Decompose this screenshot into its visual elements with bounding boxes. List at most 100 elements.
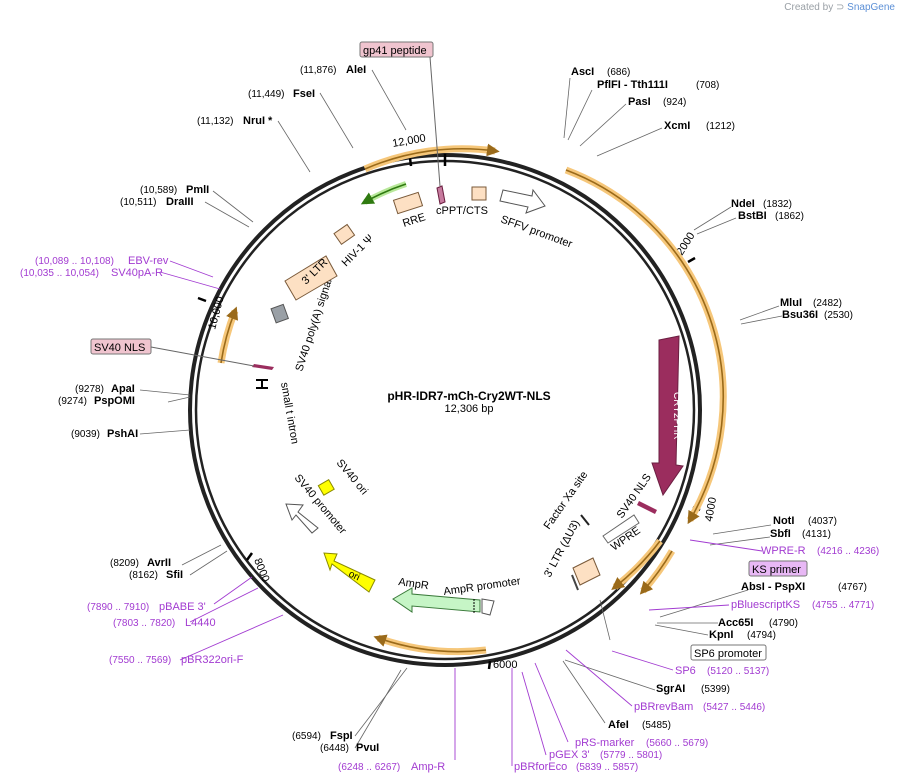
site-afeI-name[interactable]: AfeI	[608, 719, 629, 731]
site-sbfI-name[interactable]: SbfI	[770, 528, 791, 540]
cppt-label: cPPT/CTS	[436, 205, 488, 217]
ruler-label-4000: 4000	[703, 496, 719, 522]
green-arc-line	[360, 183, 407, 205]
site-pvuI-name[interactable]: PvuI	[356, 742, 379, 754]
gp41-label: gp41 peptide	[363, 45, 427, 57]
sv40-nls-left-feature[interactable]	[252, 364, 274, 370]
tick-6000	[487, 660, 492, 670]
cppt-box-feature[interactable]	[471, 186, 487, 201]
site-notI-name[interactable]: NotI	[773, 515, 794, 527]
site-sgraI-name[interactable]: SgrAI	[656, 683, 685, 695]
primer-amp-r-name[interactable]: Amp-R	[411, 761, 445, 773]
primer-pbrforeco-name[interactable]: pBRforEco	[514, 761, 567, 773]
site-pspomI-name[interactable]: PspOMI	[94, 395, 135, 407]
site-kpnI-name[interactable]: KpnI	[709, 629, 733, 641]
snapgene-logo-icon: ⊃	[836, 2, 845, 13]
primer-pbabe3-name[interactable]: pBABE 3'	[159, 601, 206, 613]
site-draIII-name[interactable]: DraIII	[166, 196, 194, 208]
cry2phr-label: CRY2PHR	[671, 392, 682, 440]
site-leaders	[139, 69, 783, 749]
sp6-promoter-label: SP6 promoter	[694, 648, 762, 660]
primer-leaders	[159, 260, 763, 766]
site-pspomI-pos: (9274)	[58, 396, 87, 407]
watermark-brand: SnapGene	[847, 2, 895, 13]
cppt-feature[interactable]	[436, 185, 446, 205]
site-ascI-name[interactable]: AscI	[571, 66, 594, 78]
primer-pbr322ori-f-name[interactable]: pBR322ori-F	[181, 654, 244, 666]
primer-pbabe3-range: (7890 .. 7910)	[87, 602, 149, 613]
site-pflfi-pos: (708)	[696, 80, 719, 91]
site-bsu36I-pos: (2530)	[824, 310, 853, 321]
ampr-label: AmpR	[398, 576, 430, 592]
ks-primer-label: KS primer	[752, 564, 801, 576]
sv40-promoter-arrow[interactable]	[285, 503, 319, 534]
site-mluI-name[interactable]: MluI	[780, 297, 802, 309]
site-pmlI-name[interactable]: PmlI	[186, 184, 209, 196]
sp6-promoter-box[interactable]	[690, 644, 767, 661]
site-acc65I-name[interactable]: Acc65I	[718, 617, 753, 629]
site-bstbI-name[interactable]: BstBI	[738, 210, 767, 222]
site-apaI-name[interactable]: ApaI	[111, 383, 135, 395]
site-avrII-pos: (8209)	[110, 558, 139, 569]
ori-arrow[interactable]	[323, 552, 376, 593]
site-fspI-name[interactable]: FspI	[330, 730, 353, 742]
primer-pbluescriptks-name[interactable]: pBluescriptKS	[731, 599, 800, 611]
site-absI-name[interactable]: AbsI - PspXI	[741, 581, 805, 593]
gp41-box[interactable]	[359, 41, 434, 58]
site-sfiI-pos: (8162)	[129, 570, 158, 581]
primer-wpre-r-range: (4216 .. 4236)	[817, 546, 879, 557]
primer-sv40pa-r-name[interactable]: SV40pA-R	[111, 267, 163, 279]
site-sgraI-pos: (5399)	[701, 684, 730, 695]
sffv-promoter-arrow[interactable]	[499, 188, 546, 214]
site-fspI-pos: (6594)	[292, 731, 321, 742]
sv40-nls-box[interactable]	[90, 338, 152, 355]
primer-pbrforeco-range: (5839 .. 5857)	[576, 762, 638, 773]
primer-prs-marker-name[interactable]: pRS-marker	[575, 737, 635, 749]
site-aleI-pos: (11,876)	[300, 65, 337, 76]
site-bstbI-pos: (1862)	[775, 211, 804, 222]
hiv-psi-feature[interactable]	[333, 223, 356, 246]
ltr3-du3-feature[interactable]	[572, 557, 601, 586]
ampr-promoter-label: AmpR promoter	[443, 575, 522, 598]
site-bsu36I-name[interactable]: Bsu36I	[782, 309, 818, 321]
site-fseI-name[interactable]: FseI	[293, 88, 315, 100]
primer-pgex3-name[interactable]: pGEX 3'	[549, 749, 590, 761]
sv40-polya-feature[interactable]	[270, 303, 290, 324]
site-aleI-name[interactable]: AleI	[346, 64, 366, 76]
primer-pbrrevbam-name[interactable]: pBRrevBam	[634, 701, 693, 713]
ltr3-feature[interactable]	[284, 255, 338, 301]
site-avrII-name[interactable]: AvrII	[147, 557, 171, 569]
rre-feature[interactable]	[392, 191, 424, 215]
site-sfiI-name[interactable]: SfiI	[166, 569, 183, 581]
ltr-mark	[571, 574, 579, 591]
cry2phr-arrow[interactable]	[651, 335, 684, 497]
site-kpnI-pos: (4794)	[747, 630, 776, 641]
site-xcmI-name[interactable]: XcmI	[664, 120, 690, 132]
site-acc65I-pos: (4790)	[769, 618, 798, 629]
sv40-nls-feature[interactable]	[637, 501, 657, 514]
site-pflfi-name[interactable]: PflFI - Tth111I	[597, 79, 668, 91]
ks-primer-box[interactable]	[748, 560, 808, 577]
sffv-label: SFFV promoter	[499, 214, 574, 251]
site-pshaI-name[interactable]: PshAI	[107, 428, 138, 440]
primer-l4440-name[interactable]: L4440	[185, 617, 216, 629]
primer-sp6-name[interactable]: SP6	[675, 665, 696, 677]
primer-ebv-rev-range: (10,089 .. 10,108)	[35, 256, 114, 267]
ampr-arrow[interactable]	[392, 587, 481, 613]
primer-ebv-rev-name[interactable]: EBV-rev	[128, 255, 169, 267]
wpre-feature[interactable]	[602, 514, 640, 544]
site-ndeI-name[interactable]: NdeI	[731, 198, 755, 210]
ampr-promoter-feature[interactable]	[481, 598, 495, 616]
primer-labels: WPRE-R (4216 .. 4236) pBluescriptKS (475…	[20, 255, 879, 773]
site-pmlI-pos: (10,589)	[140, 185, 177, 196]
primer-pgex3-range: (5779 .. 5801)	[600, 750, 662, 761]
tick-8000	[245, 552, 254, 561]
factor-xa-label: Factor Xa site	[542, 469, 591, 531]
site-nruI-name[interactable]: NruI *	[243, 115, 273, 127]
sv40-ori-feature[interactable]	[317, 478, 335, 496]
orf-arc-left-line	[220, 306, 239, 364]
site-apaI-pos: (9278)	[75, 384, 104, 395]
site-pasI-name[interactable]: PasI	[628, 96, 651, 108]
primer-wpre-r-name[interactable]: WPRE-R	[761, 545, 806, 557]
